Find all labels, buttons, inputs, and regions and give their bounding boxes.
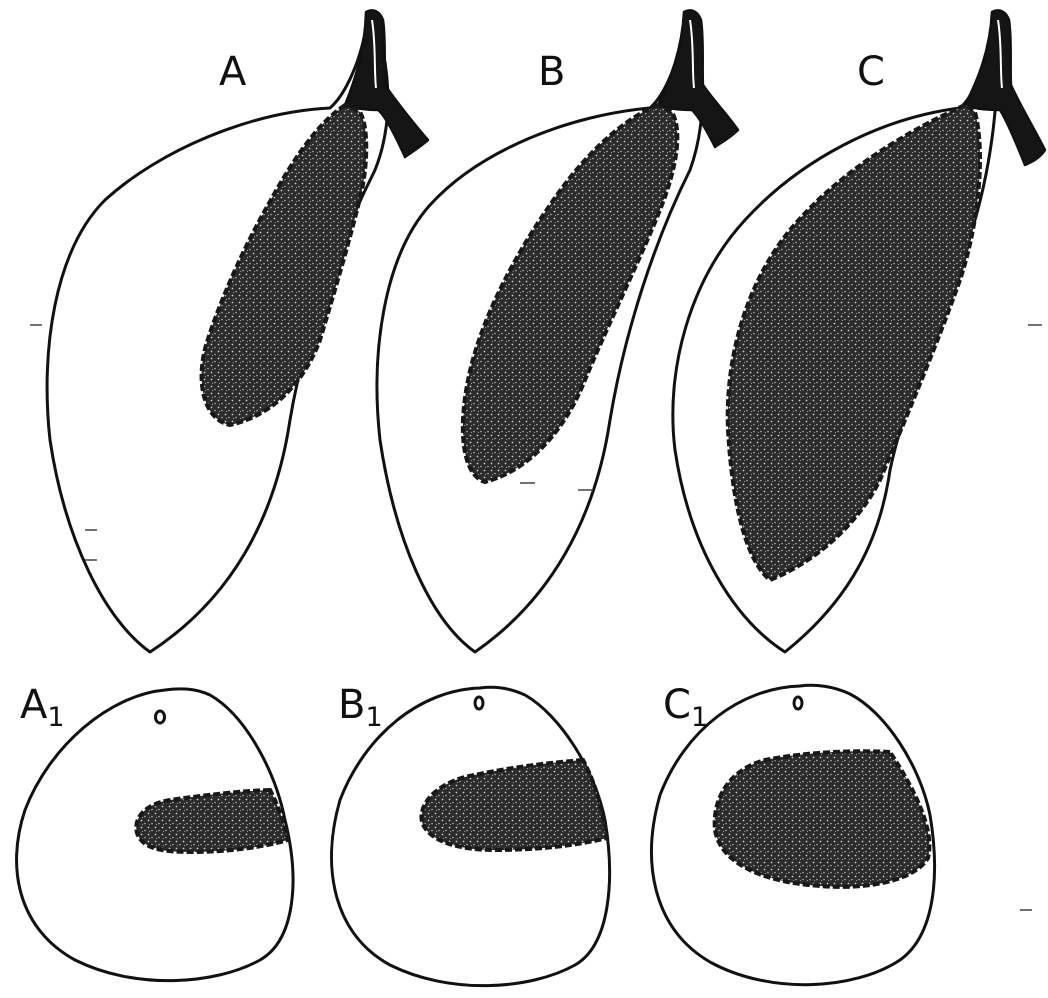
panel-a-label: A [219,49,247,95]
panel-c1-pore [794,697,802,709]
panel-a1-pore [156,711,165,723]
panel-c-label: C [857,49,885,95]
panel-a1-label: A1 [20,682,65,733]
panel-c: C [673,10,1045,652]
panel-c1-label: C1 [663,682,708,733]
panel-b1-label: B1 [338,682,383,733]
panel-b1: B1 [332,682,610,986]
panel-a: A [47,10,428,652]
panel-c1: C1 [652,682,935,985]
panel-c1-shaded-region [715,751,930,887]
panel-b1-pore [475,697,483,709]
panel-a1: A1 [17,682,293,981]
panel-b-label: B [538,49,565,95]
panel-c-shaded-region [728,105,980,580]
